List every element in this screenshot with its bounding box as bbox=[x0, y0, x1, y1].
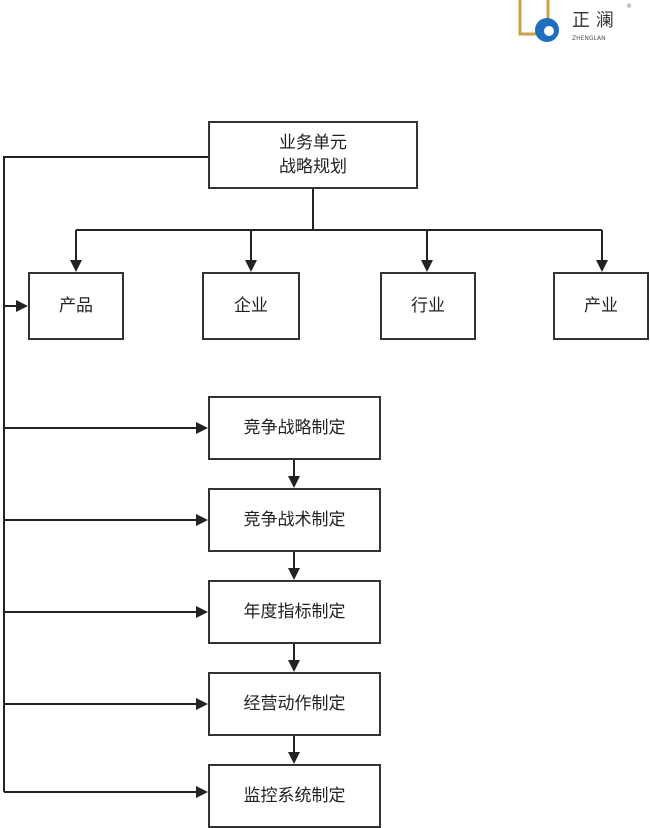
step-node: 经营动作制定 bbox=[208, 672, 381, 736]
svg-text:正 澜: 正 澜 bbox=[572, 10, 614, 31]
logo-graphic: 正 澜 ZHENGLAN ® bbox=[518, 0, 632, 42]
node-enterprise: 企业 bbox=[202, 272, 300, 340]
svg-text:ZHENGLAN: ZHENGLAN bbox=[572, 35, 606, 42]
node-industry: 行业 bbox=[380, 272, 476, 340]
step-node: 竞争战术制定 bbox=[208, 488, 381, 552]
brand-logo: 正 澜 ZHENGLAN ® bbox=[516, 0, 650, 44]
node-sector: 产业 bbox=[553, 272, 649, 340]
step-node: 竞争战略制定 bbox=[208, 396, 381, 460]
node-product: 产品 bbox=[28, 272, 124, 340]
step-node: 年度指标制定 bbox=[208, 580, 381, 644]
svg-text:®: ® bbox=[626, 3, 632, 10]
step-node: 监控系统制定 bbox=[208, 764, 381, 828]
root-node: 业务单元 战略规划 bbox=[208, 121, 418, 189]
